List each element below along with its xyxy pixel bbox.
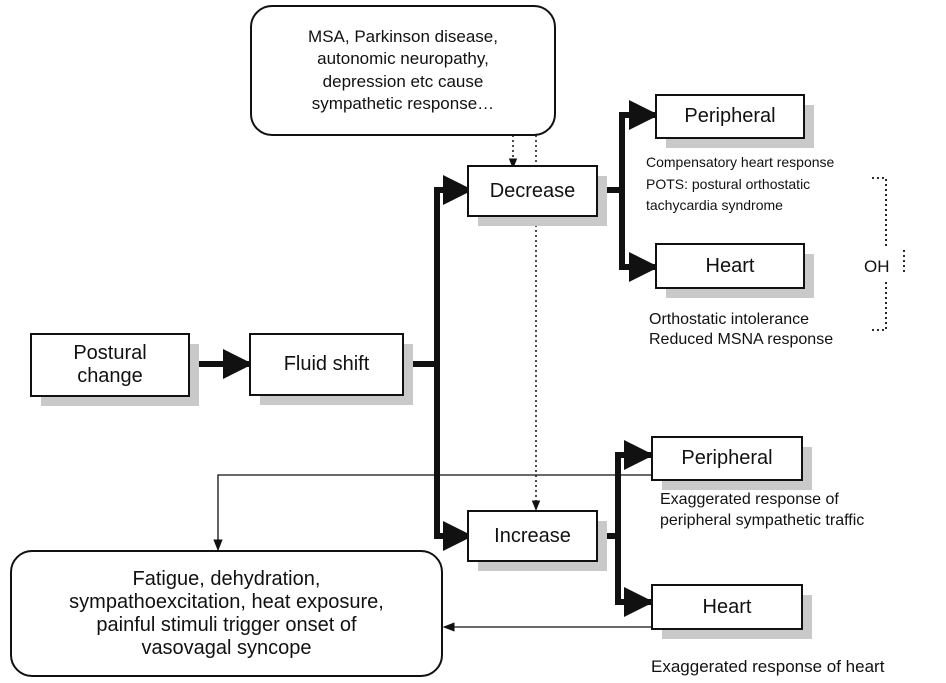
exaggerated-peripheral-label: Exaggerated response of peripheral sympa… xyxy=(660,491,865,529)
compensatory-response-label: Compensatory heart response POTS: postur… xyxy=(646,154,835,214)
oh-bracket-top xyxy=(872,177,887,248)
feedback-peripheral-to-syncope xyxy=(213,474,652,552)
syncope-box: Fatigue, dehydration, sympathoexcitation… xyxy=(10,550,443,677)
cause-box: MSA, Parkinson disease, autonomic neurop… xyxy=(250,5,556,136)
fluid-shift-box: Fluid shift xyxy=(249,333,404,396)
decrease-box: Decrease xyxy=(467,165,598,217)
peripheral-bottom-box: Peripheral xyxy=(651,436,803,481)
orthostatic-intolerance-label: Orthostatic intolerance Reduced MSNA res… xyxy=(649,311,834,349)
peripheral-top-box: Peripheral xyxy=(655,94,805,139)
heart-bottom-box: Heart xyxy=(651,584,803,630)
oh-bracket-bottom xyxy=(872,282,887,331)
increase-box: Increase xyxy=(467,510,598,562)
oh-label: OH xyxy=(864,257,890,276)
postural-change-box: Postural change xyxy=(30,333,190,397)
exaggerated-heart-label: Exaggerated response of heart xyxy=(651,657,885,676)
heart-top-box: Heart xyxy=(655,243,805,289)
